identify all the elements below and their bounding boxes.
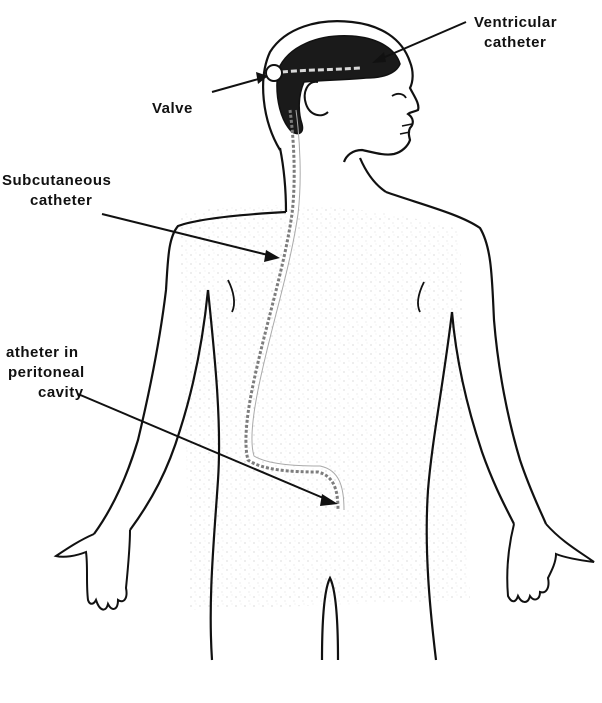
eye-outline — [392, 94, 406, 98]
neck-front — [360, 158, 386, 192]
subcutaneous-label-line1: Subcutaneous — [2, 172, 111, 189]
valve-pointer — [212, 78, 262, 92]
ventricular-pointer — [378, 22, 466, 60]
ventricular-label-line1: Ventricular — [474, 14, 557, 31]
peritoneal-label-line3: cavity — [38, 384, 84, 401]
valve-icon — [266, 65, 282, 81]
left-hand — [56, 530, 130, 610]
peritoneal-label-line1: atheter in — [6, 344, 79, 361]
ventricular-label-line2: catheter — [484, 34, 546, 51]
right-hand — [507, 524, 594, 602]
valve-label: Valve — [152, 100, 193, 117]
peritoneal-label-line2: peritoneal — [8, 364, 85, 381]
neck-back — [280, 148, 286, 212]
ventricle — [277, 36, 400, 134]
subcutaneous-label-line2: catheter — [30, 192, 92, 209]
ear-outline — [305, 82, 328, 115]
